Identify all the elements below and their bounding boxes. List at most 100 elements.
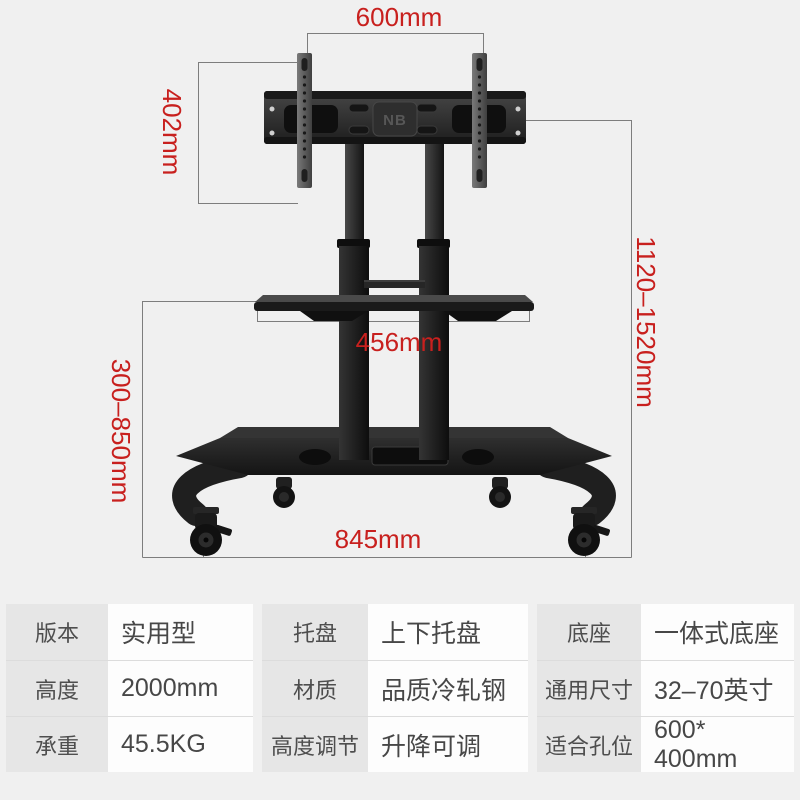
caster-axle xyxy=(581,537,587,543)
nb-logo: NB xyxy=(383,112,407,129)
rail-right xyxy=(472,53,487,188)
crossbar-slot xyxy=(348,103,370,113)
spec-value: 2000mm xyxy=(108,661,253,716)
tv-mount-rails xyxy=(297,53,487,188)
dim-line-height-range xyxy=(525,120,632,558)
shelf-front-edge xyxy=(254,302,534,311)
crossbar-screw xyxy=(515,130,521,136)
column-upper-right xyxy=(425,143,444,245)
caster-front-right xyxy=(568,507,610,556)
dim-label-shelf-width: 456mm xyxy=(355,327,443,357)
caster-fork xyxy=(276,477,292,489)
rail-holes xyxy=(477,75,482,159)
spec-label: 材质 xyxy=(262,661,368,716)
spec-row-height: 高度 2000mm xyxy=(6,660,253,716)
product-figure: NB xyxy=(106,2,661,558)
rear-casters xyxy=(273,477,511,508)
dim-label-bracket-height: 402mm xyxy=(157,88,187,176)
rail-bar xyxy=(297,53,312,188)
spec-row-base: 底座 一体式底座 xyxy=(537,604,794,660)
mount-crossbar: NB xyxy=(264,91,526,144)
spec-value: 品质冷轧钢 xyxy=(368,661,528,716)
caster-brake xyxy=(214,524,232,536)
logo-plate xyxy=(372,101,418,137)
crossbar-screw xyxy=(269,106,275,112)
base-hole-left xyxy=(299,449,331,465)
caster-plate xyxy=(193,507,219,514)
crossbar-bottom-band xyxy=(264,137,526,144)
spec-value: 升降可调 xyxy=(368,717,528,772)
rail-slot-bottom xyxy=(301,169,308,182)
dim-label-top-width: 600mm xyxy=(355,2,443,32)
dim-label-shelf-height-range: 300–850mm xyxy=(106,358,136,504)
spec-label: 通用尺寸 xyxy=(537,661,641,716)
spec-label: 版本 xyxy=(6,604,108,660)
base-leg-right xyxy=(536,454,616,526)
dim-line-shelf-width xyxy=(257,302,530,322)
tv-cart-illustration: NB xyxy=(142,33,632,558)
column-upper-left xyxy=(345,143,364,245)
base-deck xyxy=(176,427,612,475)
caster-hub xyxy=(279,492,289,502)
caster-fork xyxy=(492,477,508,489)
dim-line-top-width xyxy=(307,33,484,55)
spec-group-3: 底座 一体式底座 通用尺寸 32–70英寸 适合孔位 600* 400mm xyxy=(537,604,794,773)
caster-brake xyxy=(592,524,610,536)
crossbar-slot xyxy=(348,125,370,135)
crossbar-slot xyxy=(416,125,438,135)
spec-row-fit-size: 通用尺寸 32–70英寸 xyxy=(537,660,794,716)
caster-axle xyxy=(203,537,209,543)
rail-slot-bottom xyxy=(476,169,483,182)
spec-row-tray: 托盘 上下托盘 xyxy=(262,604,528,660)
spec-row-height-adjust: 高度调节 升降可调 xyxy=(262,716,528,772)
spec-table: 版本 实用型 高度 2000mm 承重 45.5KG 托盘 上下托盘 材质 品质… xyxy=(6,604,794,773)
spec-value: 上下托盘 xyxy=(368,604,528,660)
caster-plate xyxy=(571,507,597,514)
spec-label: 底座 xyxy=(537,604,641,660)
rail-slot-top xyxy=(301,58,308,71)
spec-label: 高度调节 xyxy=(262,717,368,772)
rail-bar xyxy=(472,53,487,188)
spec-label: 托盘 xyxy=(262,604,368,660)
crossbar-top-band xyxy=(264,91,526,99)
middle-shelf xyxy=(254,295,534,321)
shelf-bracket-right xyxy=(444,311,512,321)
spec-value: 实用型 xyxy=(108,604,253,660)
spec-value: 600* 400mm xyxy=(641,716,794,773)
rail-left xyxy=(297,53,312,188)
rail-holes xyxy=(302,75,307,159)
rail-slot-top xyxy=(476,58,483,71)
front-casters xyxy=(190,507,610,556)
spec-label: 高度 xyxy=(6,661,108,716)
shelf-bracket-left xyxy=(300,311,368,321)
base-leg-left xyxy=(172,454,252,526)
column-tie-bar-highlight xyxy=(364,280,425,282)
base-rear-lip xyxy=(220,427,568,438)
dim-label-base-width: 845mm xyxy=(334,524,422,554)
dim-line-shelf-height-range xyxy=(142,301,256,558)
crossbar-slot xyxy=(416,103,438,113)
crossbar-screw xyxy=(269,130,275,136)
spec-row-hole-pattern: 适合孔位 600* 400mm xyxy=(537,716,794,773)
spec-group-2: 托盘 上下托盘 材质 品质冷轧钢 高度调节 升降可调 xyxy=(262,604,528,772)
spec-label: 适合孔位 xyxy=(537,717,641,772)
column-collar-left xyxy=(337,239,370,248)
caster-front-left xyxy=(190,507,232,556)
caster-hub xyxy=(495,492,505,502)
caster-rear-right xyxy=(489,477,511,508)
caster-rear-left xyxy=(273,477,295,508)
support-columns xyxy=(337,143,450,460)
dim-label-height-range: 1120–1520mm xyxy=(631,236,661,408)
spec-row-material: 材质 品质冷轧钢 xyxy=(262,660,528,716)
spec-label: 承重 xyxy=(6,717,108,772)
dimension-lines xyxy=(142,33,632,558)
base-hole-right xyxy=(462,449,494,465)
spec-value: 32–70英寸 xyxy=(641,661,794,716)
spec-row-version: 版本 实用型 xyxy=(6,604,253,660)
shelf-top-face xyxy=(255,295,533,302)
spec-group-1: 版本 实用型 高度 2000mm 承重 45.5KG xyxy=(6,604,253,772)
dim-line-bracket-height xyxy=(198,62,298,204)
spec-value: 45.5KG xyxy=(108,717,253,772)
spec-value: 一体式底座 xyxy=(641,604,794,660)
column-tie-bar xyxy=(364,280,425,288)
